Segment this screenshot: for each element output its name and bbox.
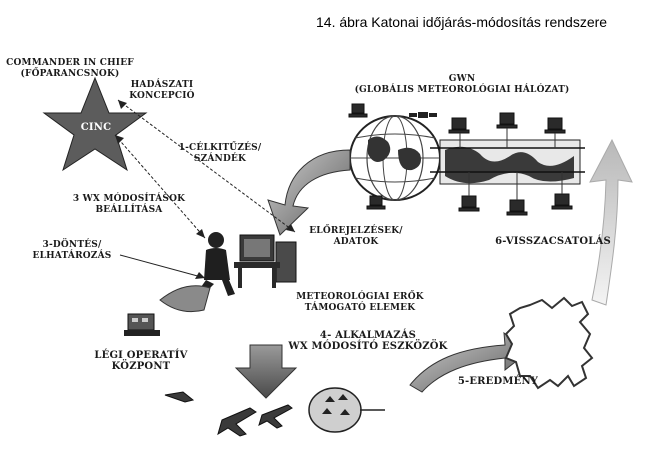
dontes-label: 3-DÖNTÉS/ELHATÁROZÁS [32,240,112,261]
fighter-jet-icon [164,391,293,437]
cinc-star-icon [42,76,148,172]
satellite-icon [409,112,437,118]
elorejelzesek-label: ELŐREJELZÉSEK/ADATOK [309,226,403,247]
arrowheads [115,100,295,238]
application-arrow [234,344,298,399]
decision-link-line [119,254,206,279]
visszacsatolas-label: 6-VISSZACSATOLÁS [495,236,611,247]
globe-icon [349,115,441,201]
air-operations-icon [124,285,211,336]
network-map-icon [430,139,585,185]
computer-terminal-icon [348,103,573,216]
cinc-star-text: CINC [80,122,112,133]
forecast-arrow [267,149,351,236]
result-island-icon [504,296,594,390]
figure-caption: 14. ábra Katonai időjárás-módosítás rend… [316,14,608,30]
network-link-lines [459,128,563,200]
celkituzes-label: 1-CÉLKITŰZÉS/SZÁNDÉK [178,143,262,164]
feedback-arrow [589,138,633,306]
intent-link-lines [114,99,296,239]
weather-effect-lens-icon [308,387,385,433]
commander-label: COMMANDER IN CHIEF(FŐPARANCSNOK) [6,58,134,79]
eredmeny-label: 5-EREDMÉNY [457,376,539,387]
operator-workstation-icon [196,232,297,296]
gwn-label: GWN(GLOBÁLIS METEOROLÓGIAI HÁLÓZAT) [354,74,570,95]
